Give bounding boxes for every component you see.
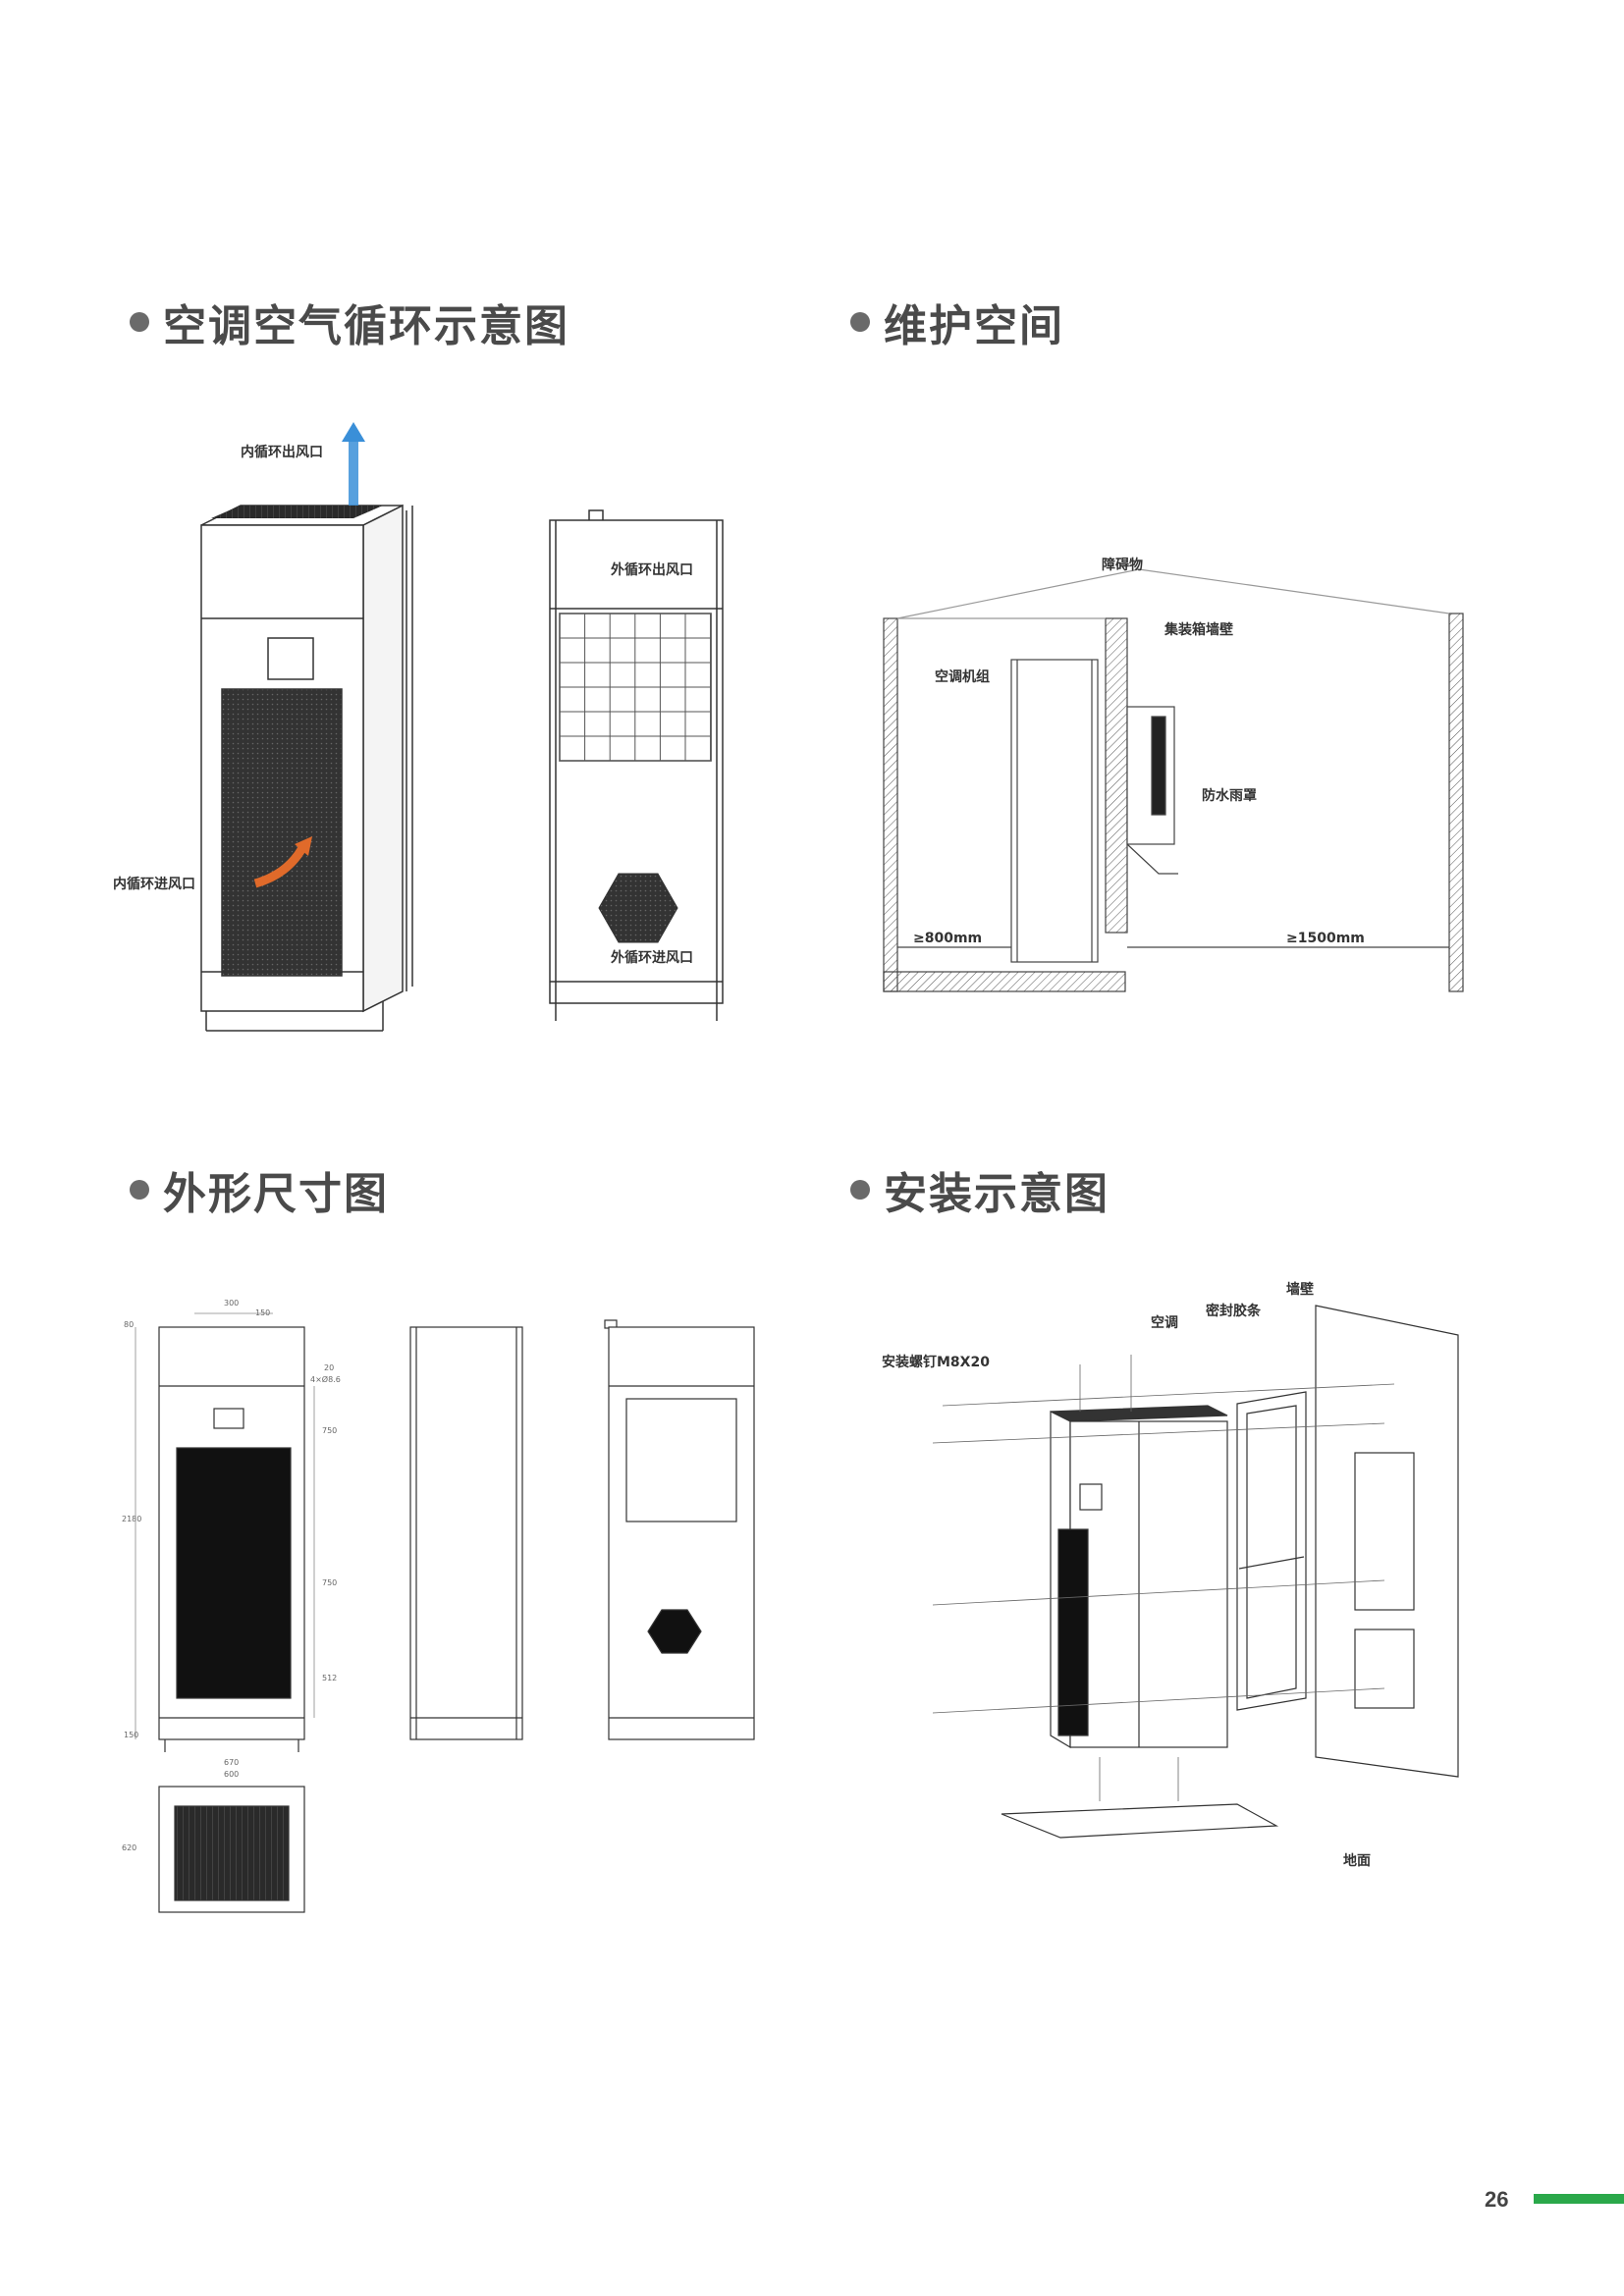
ac-unit-label: 空调机组 bbox=[935, 668, 990, 685]
dim-height: 2180 bbox=[122, 1515, 141, 1523]
bullet-icon bbox=[850, 1180, 870, 1200]
ground-plane bbox=[1001, 1803, 1279, 1839]
maintenance-diagram: 障碍物 集装箱墙壁 空调机组 防水雨罩 ≥800mm ≥1500mm bbox=[883, 557, 1464, 992]
dim-hole-spec: 4×Ø8.6 bbox=[310, 1374, 341, 1384]
dim-plan-inner: 600 bbox=[224, 1770, 239, 1779]
page-accent-bar bbox=[1534, 2194, 1624, 2204]
dim-base-height: 150 bbox=[124, 1731, 138, 1739]
left-wall bbox=[883, 617, 898, 992]
screw-label: 安装螺钉M8X20 bbox=[882, 1354, 990, 1370]
dim-plan-width: 670 bbox=[224, 1758, 239, 1767]
dim-seg-2: 750 bbox=[322, 1578, 337, 1587]
outdoor-fan-hexagon bbox=[598, 873, 678, 943]
dim-top-width: 300 bbox=[224, 1299, 239, 1308]
dim-seg-1: 750 bbox=[322, 1426, 337, 1435]
ac-label: 空调 bbox=[1151, 1314, 1178, 1331]
dim-a: 20 bbox=[324, 1363, 334, 1372]
outdoor-side-view bbox=[549, 509, 724, 1021]
wall-label: 墙壁 bbox=[1286, 1281, 1314, 1298]
seal-strip-label: 密封胶条 bbox=[1205, 1303, 1262, 1319]
right-clearance-label: ≥1500mm bbox=[1286, 931, 1365, 946]
dim-plan-depth: 620 bbox=[122, 1843, 136, 1852]
bullet-icon bbox=[130, 312, 149, 332]
dim-seg-3: 512 bbox=[322, 1674, 337, 1682]
ground-label: 地面 bbox=[1343, 1852, 1371, 1869]
outer-outlet-label: 外循环出风口 bbox=[611, 561, 693, 578]
dim-side-offset: 80 bbox=[124, 1320, 134, 1329]
right-wall bbox=[1448, 613, 1464, 992]
maintenance-title-text: 维护空间 bbox=[884, 301, 1064, 351]
outer-inlet-label: 外循环进风口 bbox=[611, 949, 693, 966]
page-number: 26 bbox=[1485, 2187, 1509, 2212]
installation-title-text: 安装示意图 bbox=[884, 1169, 1110, 1219]
dimensions-diagram: 300 150 80 4×Ø8.6 20 2180 750 750 512 15… bbox=[122, 1299, 755, 1913]
dim-top-offset: 150 bbox=[255, 1308, 270, 1317]
installation-diagram: 墙壁 密封胶条 空调 安装螺钉M8X20 地面 bbox=[882, 1281, 1459, 1869]
dimensions-title-text: 外形尺寸图 bbox=[163, 1169, 389, 1219]
inner-inlet-label: 内循环进风口 bbox=[113, 876, 195, 892]
container-wall bbox=[1105, 617, 1128, 934]
rain-cover-label: 防水雨罩 bbox=[1202, 787, 1257, 804]
section-title-installation: 安装示意图 bbox=[850, 1158, 1110, 1221]
container-wall-label: 集装箱墙壁 bbox=[1164, 621, 1233, 638]
section-title-maintenance: 维护空间 bbox=[850, 291, 1064, 353]
airflow-title-text: 空调空气循环示意图 bbox=[163, 301, 569, 351]
section-title-airflow: 空调空气循环示意图 bbox=[130, 291, 569, 353]
plan-view bbox=[158, 1786, 305, 1913]
bullet-icon bbox=[130, 1180, 149, 1200]
ac-unit-iso bbox=[1050, 1405, 1228, 1749]
obstacle-label: 障碍物 bbox=[1102, 557, 1143, 573]
floor bbox=[883, 971, 1126, 992]
airflow-diagram: 内循环出风口 内循环进风口 外循环出风口 外循环进风口 bbox=[113, 422, 724, 1032]
section-title-dimensions: 外形尺寸图 bbox=[130, 1158, 389, 1221]
left-clearance-label: ≥800mm bbox=[913, 931, 982, 946]
front-view bbox=[158, 1326, 305, 1752]
bullet-icon bbox=[850, 312, 870, 332]
rear-view bbox=[604, 1319, 755, 1740]
ac-unit-shape bbox=[1010, 659, 1099, 963]
indoor-cabinet-iso bbox=[200, 504, 413, 1032]
inner-outlet-label: 内循环出风口 bbox=[241, 444, 323, 460]
outdoor-grille bbox=[559, 613, 712, 762]
outlet-arrow-icon bbox=[342, 422, 365, 506]
side-view bbox=[409, 1326, 523, 1740]
